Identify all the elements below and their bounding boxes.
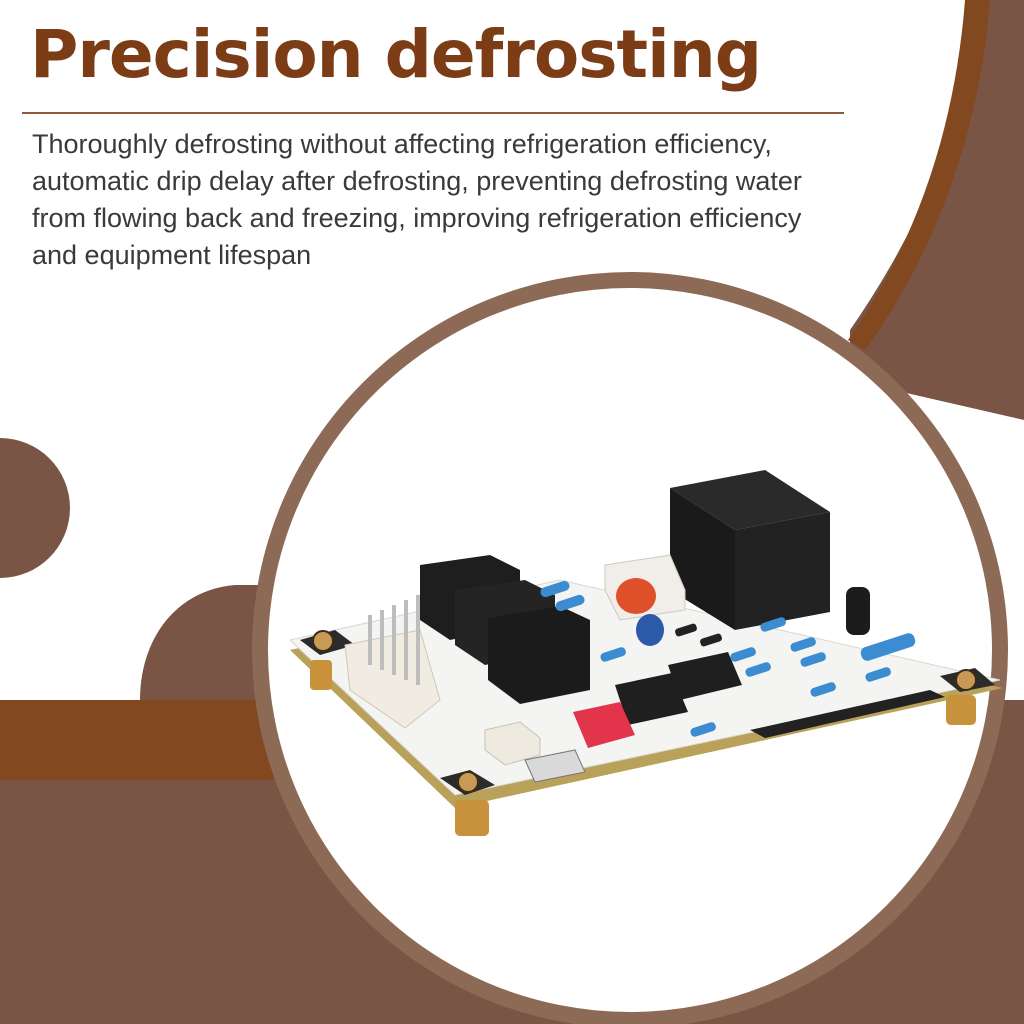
- title-divider: [22, 112, 844, 114]
- header-connector: [484, 721, 541, 766]
- mount-hole-left: [312, 630, 334, 652]
- top-right-dark-stripe: [848, 0, 990, 350]
- left-semicircle: [0, 438, 70, 578]
- electrolytic-capacitor: [846, 587, 870, 635]
- page-title: Precision defrosting: [30, 16, 762, 93]
- small-relay-3: [488, 606, 590, 704]
- description-text: Thoroughly defrosting without affecting …: [32, 129, 802, 270]
- dark-brown-stripe: [0, 700, 330, 780]
- ic-chip-2: [615, 673, 688, 725]
- main-relay-front: [670, 488, 735, 630]
- connector-pins: [368, 595, 420, 685]
- resistors: [540, 580, 916, 737]
- mount-hole-bottom: [457, 771, 479, 793]
- standoff-left: [310, 660, 332, 690]
- main-relay-side: [735, 512, 830, 630]
- qr-label: [524, 749, 586, 783]
- main-relay-top: [670, 470, 830, 530]
- standoff-right: [946, 695, 976, 725]
- mount-hole-right: [955, 669, 977, 691]
- standoff-bottom: [455, 800, 489, 836]
- barcode-strip: [750, 690, 945, 738]
- blue-capacitor: [636, 614, 664, 646]
- diodes: [675, 623, 722, 647]
- red-dip-switch: [573, 702, 635, 748]
- ic-chip-1: [668, 652, 742, 700]
- orange-capacitor: [616, 578, 656, 614]
